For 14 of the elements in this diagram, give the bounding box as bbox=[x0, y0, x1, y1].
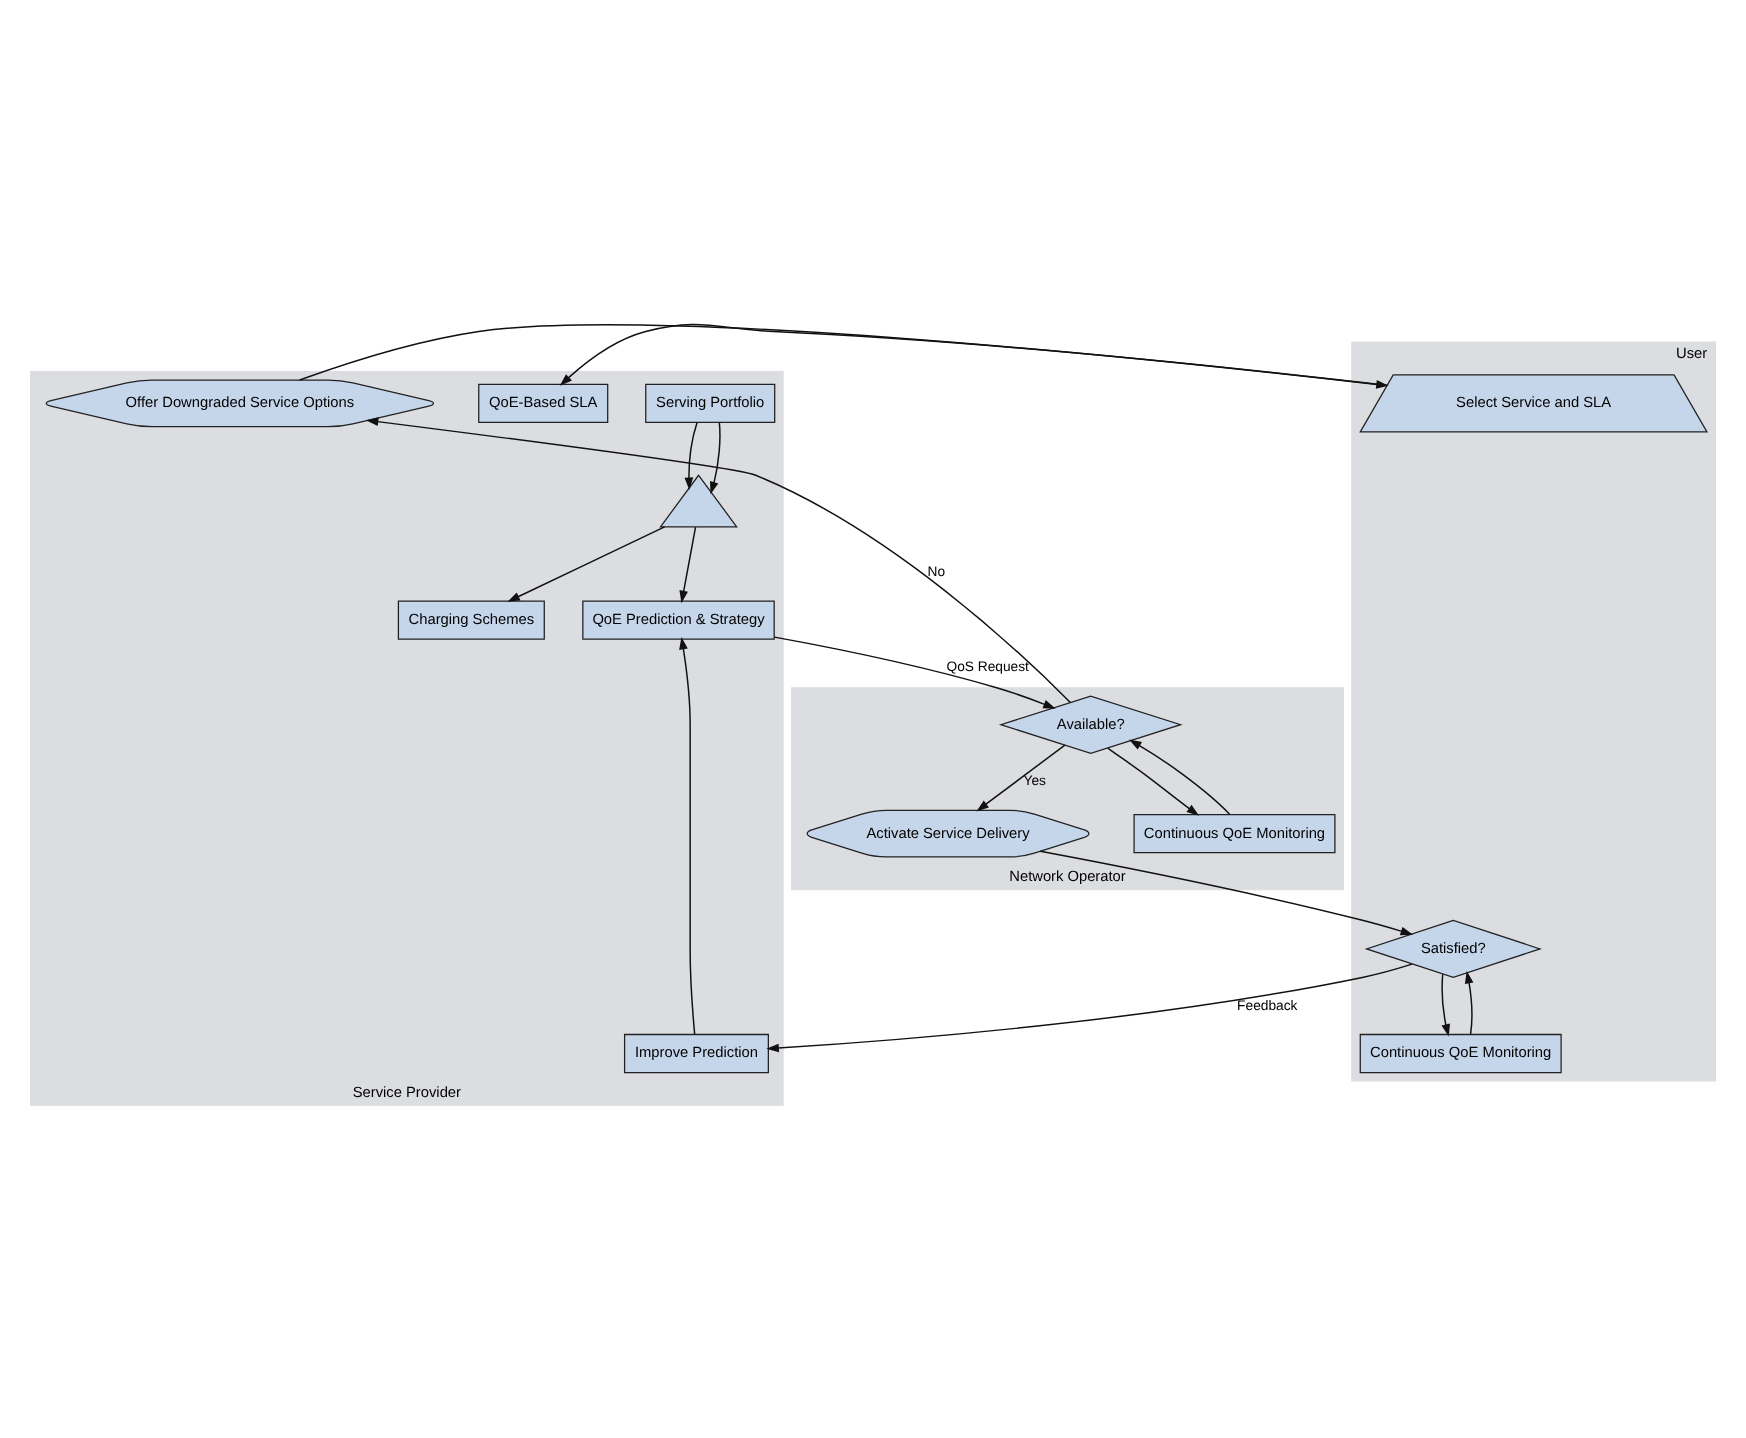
arrow bbox=[1441, 973, 1450, 1037]
arrow bbox=[976, 744, 1066, 812]
arrow bbox=[1039, 850, 1414, 936]
arrow bbox=[679, 526, 697, 604]
arrow bbox=[679, 636, 696, 1036]
arrow bbox=[1129, 739, 1231, 815]
arrow bbox=[766, 963, 1413, 1053]
arrow bbox=[1107, 747, 1200, 816]
arrow bbox=[773, 636, 1056, 709]
arrow bbox=[507, 526, 666, 602]
arrow bbox=[1464, 971, 1474, 1036]
arrow bbox=[710, 421, 721, 495]
arrow bbox=[365, 417, 1072, 704]
arrow bbox=[684, 421, 698, 490]
